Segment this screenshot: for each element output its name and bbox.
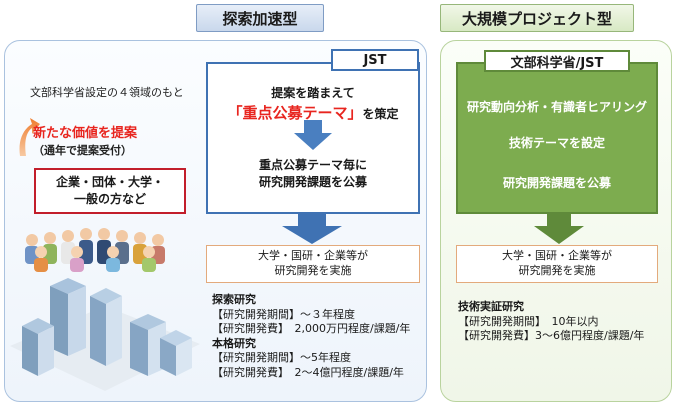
- per-theme-line1: 重点公募テーマ毎に: [258, 158, 367, 172]
- priority-theme-text: 「重点公募テーマ」: [227, 104, 363, 122]
- proposers-box: 企業・団体・大学・ 一般の方など: [34, 168, 186, 214]
- right-result-line2: 研究開発を実施: [518, 264, 596, 277]
- mext-call-text: 研究開発課題を公募: [502, 176, 611, 190]
- full-research-heading: 本格研究: [212, 336, 256, 350]
- demonstration-period: 【研究開発期間】 10年以内: [458, 314, 599, 328]
- right-result-box: 大学・国研・企業等が 研究開発を実施: [456, 245, 658, 283]
- exploratory-research-heading: 探索研究: [212, 293, 256, 306]
- curved-orange-arrow-icon: [19, 118, 40, 156]
- exploratory-details: 探索研究 【研究開発期間】～３年程度 【研究開発費】 2,000万円程度/課題/…: [212, 293, 410, 380]
- jst-per-theme-text: 重点公募テーマ毎に 研究開発課題を公募: [206, 157, 420, 191]
- left-result-box: 大学・国研・企業等が 研究開発を実施: [206, 245, 420, 283]
- domain-text: 文部科学省設定の４領域のもと: [30, 86, 184, 99]
- exploratory-cost: 【研究開発費】 2,000万円程度/課題/年: [212, 322, 411, 336]
- down-arrow-icon: [282, 214, 342, 244]
- tab-exploratory-type: 探索加速型: [196, 4, 324, 32]
- jst-propose-based-text: 提案を踏まえて: [271, 86, 355, 100]
- year-round-text: （通年で提案受付）: [33, 144, 132, 157]
- tab-large-scale-project-type: 大規模プロジェクト型: [440, 4, 634, 32]
- building-icon: [50, 278, 86, 356]
- down-arrow-icon: [294, 120, 332, 150]
- exploratory-period: 【研究開発期間】～３年程度: [212, 307, 355, 321]
- left-result-line2: 研究開発を実施: [274, 264, 352, 277]
- proposers-line1: 企業・団体・大学・: [55, 174, 164, 189]
- demonstration-cost: 【研究開発費】3～6億円程度/課題/年: [458, 329, 645, 343]
- people-group-icon: [25, 228, 165, 272]
- mext-jst-label: 文部科学省/JST: [484, 50, 630, 72]
- full-period: 【研究開発期間】～5年程度: [212, 351, 351, 365]
- left-result-line1: 大学・国研・企業等が: [258, 249, 368, 263]
- down-arrow-icon: [534, 214, 584, 244]
- proposers-line2: 一般の方など: [73, 192, 146, 206]
- city-and-people-illustration: [10, 228, 200, 391]
- jst-theme-line: 「重点公募テーマ」を策定: [206, 102, 420, 123]
- mext-analysis-text: 研究動向分析・有識者ヒアリング: [466, 100, 647, 114]
- new-value-proposal-text: 新たな価値を提案: [33, 126, 138, 141]
- mext-set-theme-text: 技術テーマを設定: [508, 136, 605, 150]
- full-cost: 【研究開発費】 2～4億円程度/課題/年: [212, 365, 404, 379]
- large-scale-details: 技術実証研究 【研究開発期間】 10年以内 【研究開発費】3～6億円程度/課題/…: [458, 300, 644, 344]
- per-theme-line2: 研究開発課題を公募: [258, 174, 367, 189]
- demonstration-research-heading: 技術実証研究: [458, 300, 524, 313]
- formulate-text: を策定: [362, 107, 399, 121]
- jst-label: JST: [331, 49, 419, 71]
- right-result-line1: 大学・国研・企業等が: [502, 249, 612, 263]
